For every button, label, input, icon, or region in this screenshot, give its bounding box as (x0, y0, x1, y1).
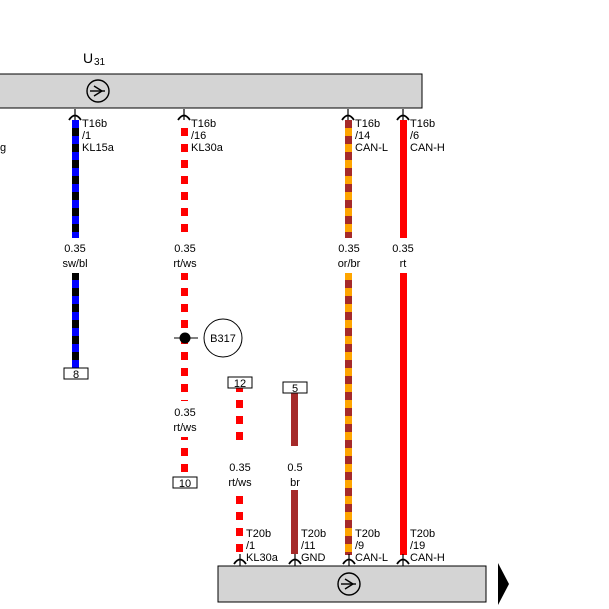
ref-box-10: 10 (172, 476, 198, 490)
wire-orbr-lower (345, 273, 352, 555)
wire-rt-size: 0.35 (392, 243, 413, 255)
wire-orbr-size: 0.35 (338, 243, 359, 255)
wire-orbr-color: or/br (338, 258, 361, 270)
wire-rtws-b-lower (236, 490, 243, 554)
top-pin-number: /14 (355, 130, 370, 142)
wire-swbl-color: sw/bl (62, 258, 87, 270)
top-pin-signal: KL15a (82, 142, 115, 154)
wire-orbr: 0.35 or/br (338, 120, 361, 555)
splice-label: B317 (210, 333, 236, 345)
top-pin-connector: T16b (82, 118, 107, 130)
ref-label: 5 (292, 383, 298, 395)
wire-rt-color: rt (400, 258, 407, 270)
wire-br-upper (291, 393, 298, 446)
ref-label: 12 (234, 378, 246, 390)
top-component-name: U (83, 50, 93, 66)
ref-label: 10 (179, 478, 191, 490)
top-component-sub: 31 (94, 57, 106, 68)
wire-rtws-size-1: 0.35 (174, 243, 195, 255)
wire-rtws-b-upper (236, 388, 243, 446)
top-component: U 31 (0, 50, 423, 109)
bottom-pin-4: T20b /19 CAN-H (396, 528, 445, 566)
top-pin-signal: KL30a (191, 142, 224, 154)
splice-b317: B317 (174, 318, 243, 358)
wire-rtws-bottom: 0.35 rt/ws (228, 388, 252, 554)
wire-swbl-upper (72, 120, 79, 238)
top-pin-signal: CAN-H (410, 142, 445, 154)
bottom-pin-signal: CAN-H (410, 552, 445, 564)
bottom-pin-connector: T20b (355, 528, 380, 540)
ref-box-8: 8 (63, 367, 89, 381)
wire-rtws-upper (181, 120, 188, 238)
top-pin-1: T16b /1 KL15a (68, 109, 115, 154)
top-pin-3: T16b /14 CAN-L (341, 109, 388, 154)
top-pin-connector: T16b (191, 118, 216, 130)
wire-rtws-size-3: 0.35 (229, 462, 250, 474)
wire-rtws-color-2: rt/ws (173, 422, 197, 434)
bottom-ground-symbol (337, 572, 361, 596)
top-pin-number: /16 (191, 130, 206, 142)
bottom-pin-3: T20b /9 CAN-L (342, 528, 388, 566)
wire-br: 0.5 br (287, 393, 303, 554)
wire-rtws-color-3: rt/ws (228, 477, 252, 489)
top-pin-connector: T16b (355, 118, 380, 130)
wire-rtws-top: 0.35 rt/ws 0.35 rt/ws (173, 120, 197, 477)
bottom-pin-number: /19 (410, 540, 425, 552)
continue-arrow-icon (498, 563, 509, 605)
ref-box-5: 5 (282, 381, 308, 395)
top-pin-signal: CAN-L (355, 142, 388, 154)
bottom-pin-connector: T20b (410, 528, 435, 540)
ref-label: 8 (73, 369, 79, 381)
wire-rtws-size-2: 0.35 (174, 407, 195, 419)
wire-rt: 0.35 rt (392, 120, 414, 555)
bottom-pin-connector: T20b (246, 528, 271, 540)
bottom-pin-2: T20b /11 GND (288, 528, 326, 566)
top-component-box (0, 73, 423, 109)
wire-rt-upper (400, 120, 407, 238)
wire-rtws-color-1: rt/ws (173, 258, 197, 270)
wire-br-lower (291, 490, 298, 554)
wire-swbl-lower (72, 273, 79, 368)
bottom-pin-number: /11 (301, 540, 315, 552)
bottom-pin-number: /9 (355, 540, 364, 552)
top-pin-connector: T16b (410, 118, 435, 130)
wire-br-color: br (290, 477, 300, 489)
top-pin-4: T16b /6 CAN-H (396, 109, 445, 154)
top-pin-number: /6 (410, 130, 419, 142)
wire-swbl: 0.35 sw/bl (62, 120, 88, 368)
top-pin-number: /1 (82, 130, 91, 142)
ref-box-12: 12 (227, 376, 253, 390)
bottom-pin-number: /1 (246, 540, 255, 552)
wire-rt-lower (400, 273, 407, 555)
top-ground-symbol (86, 79, 110, 103)
splice-dot (179, 332, 191, 344)
wire-swbl-size: 0.35 (64, 243, 85, 255)
bottom-pin-1: T20b /1 KL30a (233, 528, 279, 566)
bottom-component (217, 563, 509, 605)
left-cut-label: g (0, 142, 6, 154)
wire-orbr-upper (345, 120, 352, 238)
bottom-pin-signal: CAN-L (355, 552, 388, 564)
wire-br-size: 0.5 (287, 462, 302, 474)
top-pin-2: T16b /16 KL30a (177, 109, 224, 154)
bottom-pin-signal: GND (301, 552, 326, 564)
bottom-pin-connector: T20b (301, 528, 326, 540)
splice-circle (203, 318, 243, 358)
wire-rtws-lower (181, 437, 188, 477)
bottom-pin-signal: KL30a (246, 552, 279, 564)
